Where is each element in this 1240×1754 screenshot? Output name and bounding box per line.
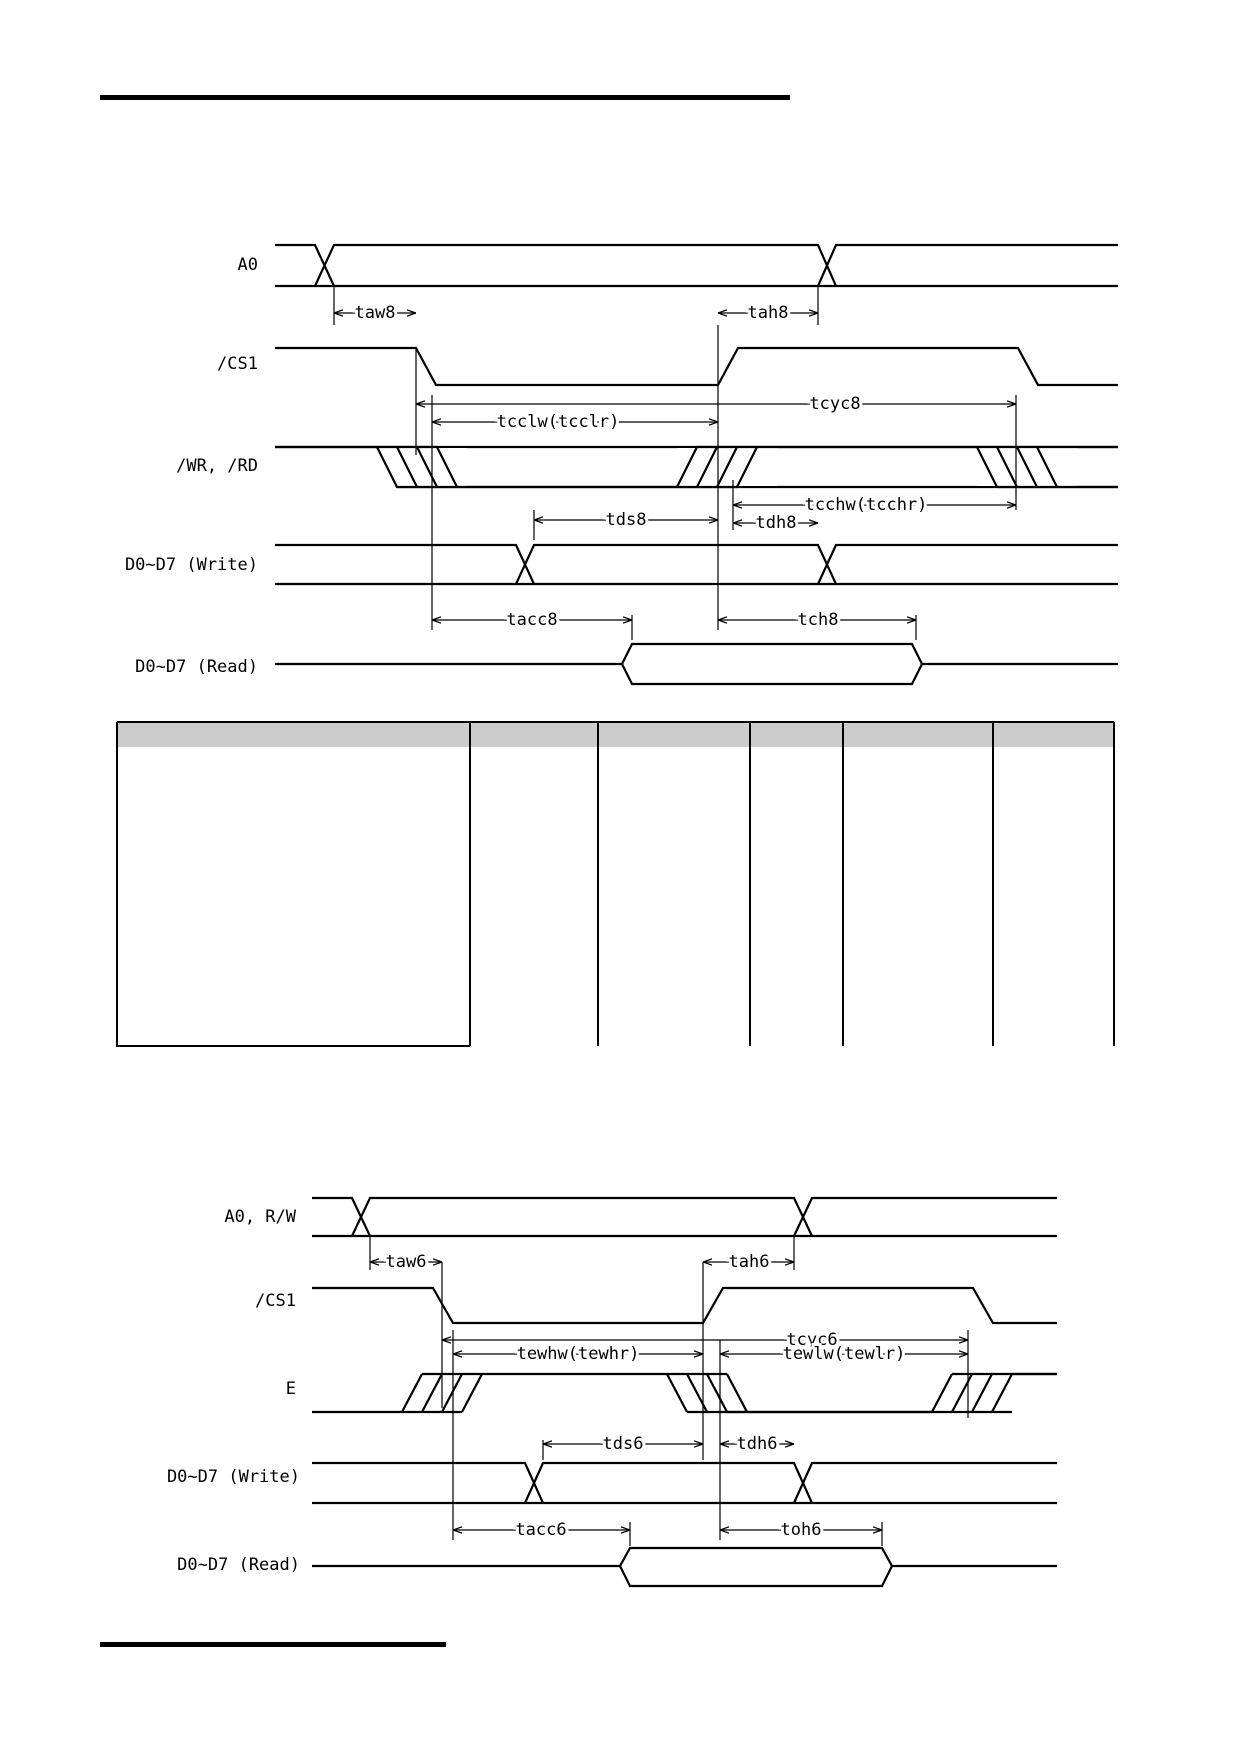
timing-label-tcchw: tcchw(tcchr) [805,495,928,515]
timing-label-tcyc6: tcyc6 [786,1330,837,1350]
hatch-wr-3 [976,446,1118,489]
signal-label-data-read: D0~D7 (Read) [135,657,258,677]
waveform-data-write [275,543,1118,586]
waveform-data-write-6800 [312,1461,1057,1505]
timing-label-toh6: toh6 [781,1520,822,1540]
signal-label-data-write: D0~D7 (Write) [125,555,258,575]
timing-label-tacc8: tacc8 [506,610,557,630]
timing-label-taw6: taw6 [386,1252,427,1272]
header-rule [100,95,790,100]
timing-label-tdh6: tdh6 [737,1434,778,1454]
waveform-cs1 [275,346,1118,387]
timing-label-tcclw: tcclw(tcclr) [497,412,620,432]
timing-label-tah8: tah8 [748,303,789,323]
timing-label-tds8: tds8 [606,510,647,530]
footer-rule [100,1642,446,1647]
signal-label-cs1-6800: /CS1 [255,1291,296,1311]
timing-diagram-8080: A0 /CS1 /WR, /RD D0~D7 (Write) D0~D7 (Re… [125,243,1118,686]
hatch-wr-1 [376,445,458,489]
signal-label-a0: A0 [238,255,258,275]
signal-label-data-read-6800: D0~D7 (Read) [177,1555,300,1575]
signal-label-a0-rw: A0, R/W [224,1207,296,1227]
timing-label-tcyc8: tcyc8 [809,394,860,414]
signal-label-cs1: /CS1 [217,354,258,374]
waveform-data-read-6800 [312,1546,1057,1588]
timing-label-tdh8: tdh8 [756,513,797,533]
signal-label-data-write-6800: D0~D7 (Write) [167,1467,300,1487]
waveform-data-read [275,642,1118,686]
hatch-wr-2 [676,445,1118,489]
signal-label-e: E [286,1379,296,1399]
timing-label-tah6: tah6 [729,1252,770,1272]
timing-label-tewhw: tewhw(tewhr) [517,1344,640,1364]
waveform-a0 [275,243,1118,288]
timing-label-tch8: tch8 [798,610,839,630]
timing-table-frame [116,721,1115,1047]
hatch-e-1 [401,1373,483,1414]
timing-diagram-6800: A0, R/W /CS1 E D0~D7 (Write) D0~D7 (Read… [167,1196,1057,1588]
timing-label-tewlw: tewlw(tewlr) [783,1344,906,1364]
timing-label-taw8: taw8 [355,303,396,323]
hatch-e-3 [931,1372,1057,1413]
waveform-a0-rw [312,1196,1057,1238]
signal-label-wr-rd: /WR, /RD [176,456,258,476]
table-header-band [117,722,1114,747]
timing-label-tds6: tds6 [603,1434,644,1454]
timing-label-tacc6: tacc6 [515,1520,566,1540]
waveform-cs1-6800 [312,1286,1057,1325]
hatch-e-2 [666,1373,932,1414]
